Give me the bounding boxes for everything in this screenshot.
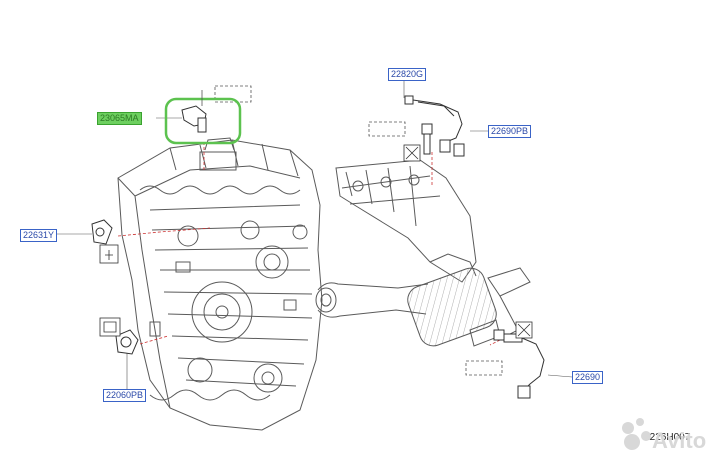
part-label-oxygen-sensor-upper[interactable]: 22690PB: [488, 125, 532, 138]
knock-sensor-part[interactable]: [91, 219, 113, 245]
label-leaders: [54, 78, 573, 392]
oxygen-sensor-upper-part[interactable]: [404, 95, 465, 157]
engine-block: [117, 137, 323, 431]
svg-text:Avito: Avito: [652, 428, 706, 453]
part-label-camshaft-sensor[interactable]: 23065MA: [97, 112, 142, 125]
part-label-oxygen-sensor-lower[interactable]: 22690: [572, 371, 604, 384]
tightening-icons: [99, 144, 533, 339]
crank-sensor-part[interactable]: [115, 329, 139, 355]
part-label-sensor-bolt[interactable]: 22820G: [388, 68, 427, 81]
diagram-code: K226H007: [643, 432, 691, 443]
leader-lines: [117, 142, 501, 346]
avito-logo: Avito: [622, 418, 706, 453]
oxygen-sensor-lower-part[interactable]: [493, 329, 545, 399]
part-label-crank-sensor[interactable]: 22060PB: [103, 389, 147, 402]
camshaft-sensor-part[interactable]: [164, 90, 242, 145]
exhaust-manifold: [335, 159, 477, 283]
part-label-knock-sensor[interactable]: 22631Y: [20, 229, 58, 242]
reference-boxes: [214, 85, 503, 376]
